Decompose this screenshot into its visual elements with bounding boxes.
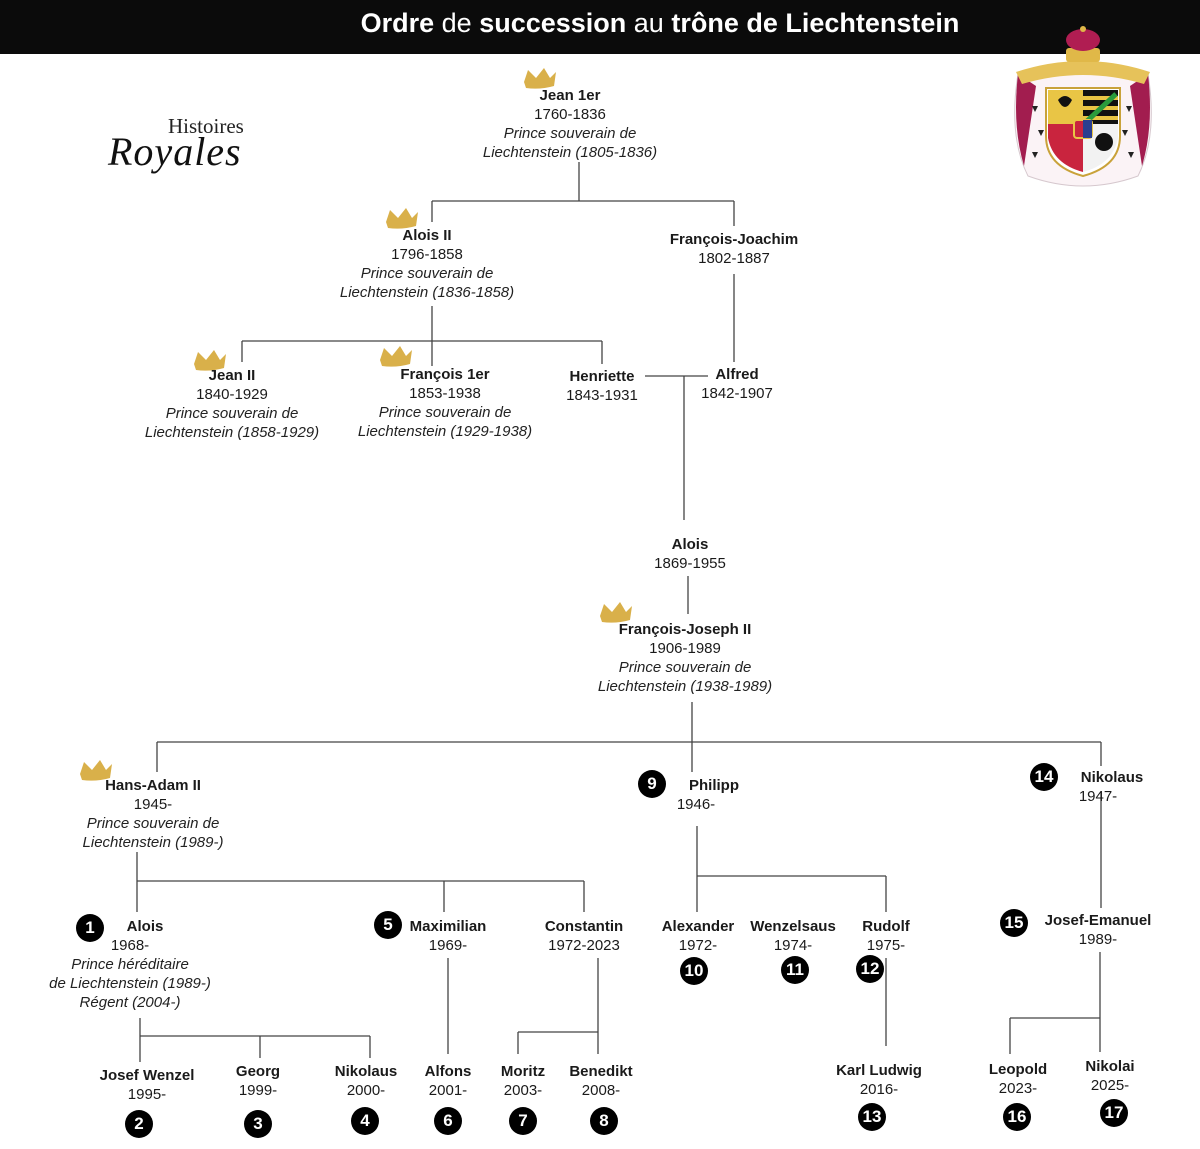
logo-line-1: Histoires [168,114,244,138]
succession-badge: 6 [434,1107,462,1135]
succession-badge: 17 [1100,1099,1128,1127]
person-leopold: Leopold 2023- [988,1061,1048,1097]
person-georg: Georg 1999- [235,1063,281,1099]
person-alexander: Alexander 1972- [661,918,735,954]
person-constantin: Constantin 1972-2023 [544,918,624,954]
succession-badge: 16 [1003,1103,1031,1131]
logo-line-2: Royales [108,129,242,174]
person-jean-ii: Jean II 1840-1929 Prince souverain de Li… [144,367,320,441]
person-francois-joachim: François-Joachim 1802-1887 [669,231,799,267]
person-francois-1er: François 1er 1853-1938 Prince souverain … [357,366,533,440]
succession-badge: 11 [781,956,809,984]
person-henriette: Henriette 1843-1931 [566,368,638,404]
page-title: Ordre de succession au trône de Liechten… [360,8,960,38]
person-philipp: Philipp 1946- [676,777,739,813]
succession-badge: 8 [590,1107,618,1135]
connector-lines [136,162,1102,1062]
person-alfons: Alfons 2001- [424,1063,472,1099]
crown-icon [80,760,112,781]
person-rudolf: Rudolf 1975- [862,918,910,954]
header-bar: Ordre de succession au trône de Liechten… [0,0,1200,54]
person-nikolaus-1947: Nikolaus 1947- [1078,769,1144,805]
person-alois-1869: Alois 1869-1955 [654,536,726,572]
person-karl-ludwig: Karl Ludwig 2016- [836,1062,922,1098]
succession-badge: 14 [1030,763,1058,791]
person-josef-wenzel: Josef Wenzel 1995- [99,1067,195,1103]
succession-badge: 12 [856,955,884,983]
person-alois-1968: Alois 1968- Prince héréditaire de Liecht… [49,918,211,1011]
succession-badge: 1 [76,914,104,942]
succession-badge: 5 [374,911,402,939]
crown-icon [386,208,418,229]
succession-badge: 10 [680,957,708,985]
succession-badge: 9 [638,770,666,798]
succession-badge: 15 [1000,909,1028,937]
crown-icon [600,602,632,623]
person-nikolaus-2000: Nikolaus 2000- [334,1063,398,1099]
succession-badge: 3 [244,1110,272,1138]
person-hans-adam-ii: Hans-Adam II 1945- Prince souverain de L… [82,777,224,851]
person-alois-ii: Alois II 1796-1858 Prince souverain de L… [339,227,515,301]
succession-badge: 13 [858,1103,886,1131]
person-benedikt: Benedikt 2008- [569,1063,633,1099]
person-alfred: Alfred 1842-1907 [701,366,773,402]
person-jean-1er: Jean 1er 1760-1836 Prince souverain de L… [482,87,658,161]
succession-badge: 2 [125,1110,153,1138]
succession-badge: 4 [351,1107,379,1135]
person-wenzelsaus: Wenzelsaus 1974- [750,918,836,954]
person-maximilian: Maximilian 1969- [409,918,487,954]
coat-of-arms-icon [1014,26,1152,187]
histoires-royales-logo: Histoires Royales [104,100,274,180]
crown-icon [380,346,412,367]
person-moritz: Moritz 2003- [500,1063,546,1099]
person-josef-emanuel: Josef-Emanuel 1989- [1044,912,1152,948]
person-nikolai: Nikolai 2025- [1085,1058,1135,1094]
person-francois-joseph-ii: François-Joseph II 1906-1989 Prince souv… [597,621,773,695]
crown-icon [194,350,226,371]
succession-badge: 7 [509,1107,537,1135]
crown-icon [524,68,556,89]
